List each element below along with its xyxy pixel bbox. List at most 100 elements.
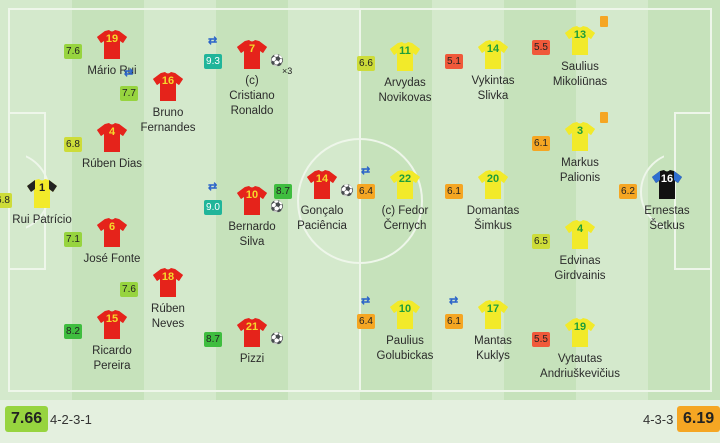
shirt-number: 10: [245, 189, 259, 201]
away-team-rating: 6.19: [677, 406, 720, 432]
player-rating: 5.5: [532, 332, 550, 347]
shirt-number: 16: [660, 173, 674, 185]
away-formation: 4-3-3: [643, 412, 674, 427]
shirt-number: 4: [108, 126, 116, 138]
player-rating: 8.2: [64, 324, 82, 339]
shirt-icon: [564, 120, 596, 152]
player-name: José Fonte: [83, 253, 141, 265]
player-rating: 9.3: [204, 54, 222, 69]
shirt-icon: [477, 168, 509, 200]
player-name: Rúben Dias: [81, 158, 143, 170]
player-rating: 6.6: [357, 56, 375, 71]
shirt-number: 14: [486, 43, 500, 55]
shirt-icon: [236, 316, 268, 348]
player-rating: 7.6: [120, 282, 138, 297]
shirt-icon: [477, 298, 509, 330]
goal-icon: ⚽: [270, 55, 284, 67]
shirt-number: 10: [398, 303, 412, 315]
shirt-number: 16: [161, 75, 175, 87]
card-icon: [600, 16, 608, 27]
shirt-number: 11: [399, 45, 411, 57]
player-name: Pizzi: [239, 353, 265, 365]
shirt-icon: [564, 24, 596, 56]
player-name: Mário Rui: [87, 65, 137, 77]
goal-icon: ⚽: [340, 185, 354, 197]
home-formation: 4-2-3-1: [50, 412, 92, 427]
player-rating: 6.2: [619, 184, 637, 199]
sub-icon: ⇄: [361, 165, 371, 177]
shirt-icon: [651, 168, 683, 200]
shirt-number: 7: [248, 43, 256, 55]
shirt-icon: [389, 40, 421, 72]
shirt-icon: [26, 177, 58, 209]
shirt-icon: [236, 184, 268, 216]
goal-icon: ⚽: [270, 201, 284, 213]
lineup-footer: 7.66 4-2-3-1 4-3-3 6.19: [0, 400, 720, 443]
center-circle: [297, 138, 423, 264]
sub-icon: ⇄: [208, 35, 218, 47]
player-rating: 6.8: [64, 137, 82, 152]
shirt-icon: [389, 298, 421, 330]
shirt-number: 6: [108, 221, 116, 233]
shirt-icon: [96, 121, 128, 153]
player-rating: 8.7: [204, 332, 222, 347]
shirt-number: 20: [486, 173, 500, 185]
shirt-icon: [96, 308, 128, 340]
shirt-icon: [306, 168, 338, 200]
shirt-icon: [389, 168, 421, 200]
player-rating: 6.1: [445, 184, 463, 199]
shirt-icon: [152, 70, 184, 102]
shirt-icon: [477, 38, 509, 70]
sub-icon: ⇄: [449, 295, 459, 307]
player-rating: 9.0: [204, 200, 222, 215]
player-rating: 6.1: [445, 314, 463, 329]
shirt-number: 3: [576, 125, 584, 137]
shirt-icon: [564, 316, 596, 348]
shirt-number: 22: [398, 173, 412, 185]
player-rating: 5.1: [445, 54, 463, 69]
home-team-rating: 7.66: [5, 406, 49, 432]
player-rating: 6.4: [357, 184, 375, 199]
shirt-number: 14: [315, 173, 329, 185]
shirt-number: 18: [161, 271, 175, 283]
sub-icon: ⇄: [124, 67, 134, 79]
player-rating: 8.7: [274, 184, 292, 199]
player-rating: 7.6: [64, 44, 82, 59]
shirt-number: 15: [105, 313, 119, 325]
shirt-number: 21: [245, 321, 259, 333]
goal-count: ×3: [282, 66, 293, 76]
shirt-number: 4: [576, 223, 584, 235]
